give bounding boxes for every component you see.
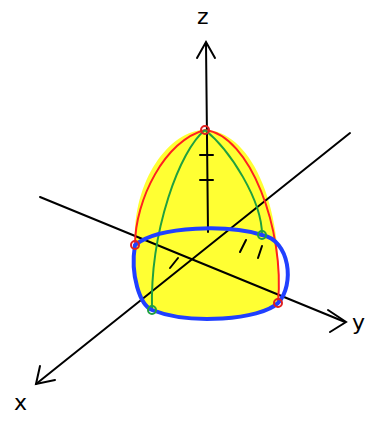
axis-label: y <box>352 312 365 334</box>
axis-label: x <box>14 392 27 414</box>
axis-label: z <box>197 6 209 28</box>
